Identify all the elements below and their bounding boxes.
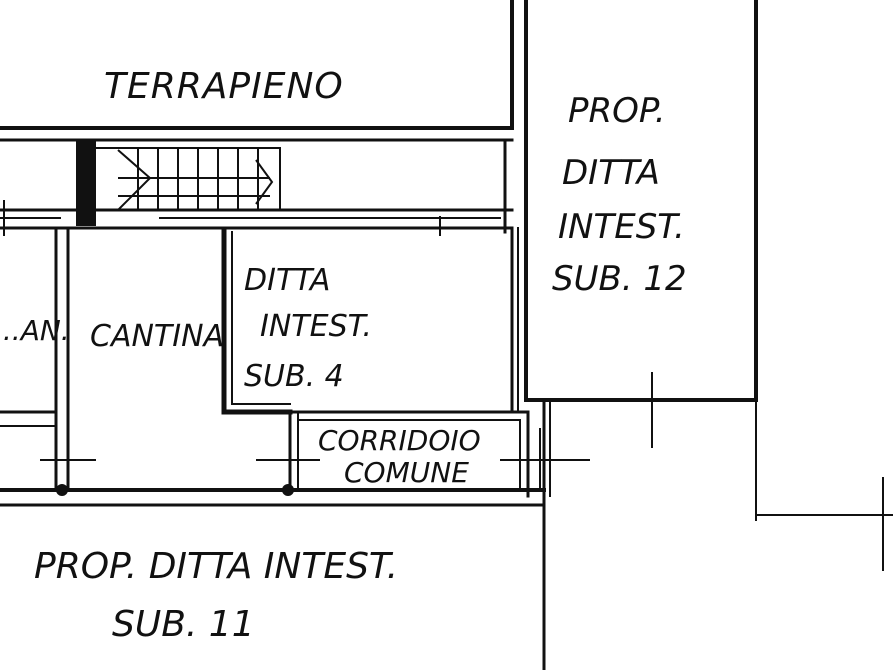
label-prop-sub11: PROP. DITTA INTEST. SUB. 11 [34, 546, 398, 645]
label-prop-sub12-line3: INTEST. [558, 207, 685, 247]
label-cantina: CANTINA [90, 319, 224, 354]
column [76, 140, 96, 226]
label-prop-sub11-line2: SUB. 11 [112, 604, 255, 645]
label-prop-sub12: PROP. DITTA INTEST. SUB. 12 [552, 91, 687, 299]
label-sub4-line2: INTEST. [260, 309, 372, 344]
label-sub4: DITTA INTEST. SUB. 4 [244, 263, 372, 394]
label-sub4-line3: SUB. 4 [244, 359, 344, 394]
label-corridoio-line1: CORRIDOIO [318, 424, 481, 457]
label-left-room: ...AN. [0, 314, 70, 347]
label-prop-sub11-line1: PROP. DITTA INTEST. [34, 546, 398, 587]
staircase [96, 147, 281, 211]
label-prop-sub12-line2: DITTA [562, 153, 660, 193]
label-prop-sub12-line1: PROP. [568, 91, 666, 131]
label-sub4-line1: DITTA [244, 263, 330, 298]
label-corridoio: CORRIDOIO COMUNE [318, 424, 481, 489]
label-prop-sub12-line4: SUB. 12 [552, 259, 687, 299]
cross-marks [3, 200, 653, 492]
label-terrapieno: TERRAPIENO [104, 66, 344, 107]
label-corridoio-line2: COMUNE [344, 456, 469, 489]
